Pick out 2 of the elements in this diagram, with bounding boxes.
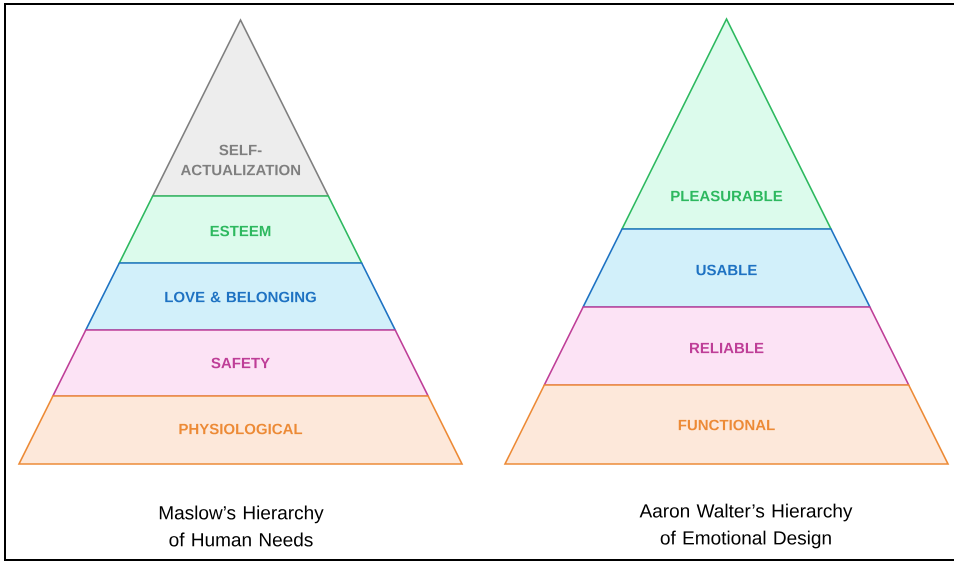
pyramid-caption: Aaron Walter’s Hierarchy of Emotional Design: [640, 504, 852, 548]
pyramid-caption: Maslow’s Hierarchy of Human Needs: [160, 506, 324, 546]
